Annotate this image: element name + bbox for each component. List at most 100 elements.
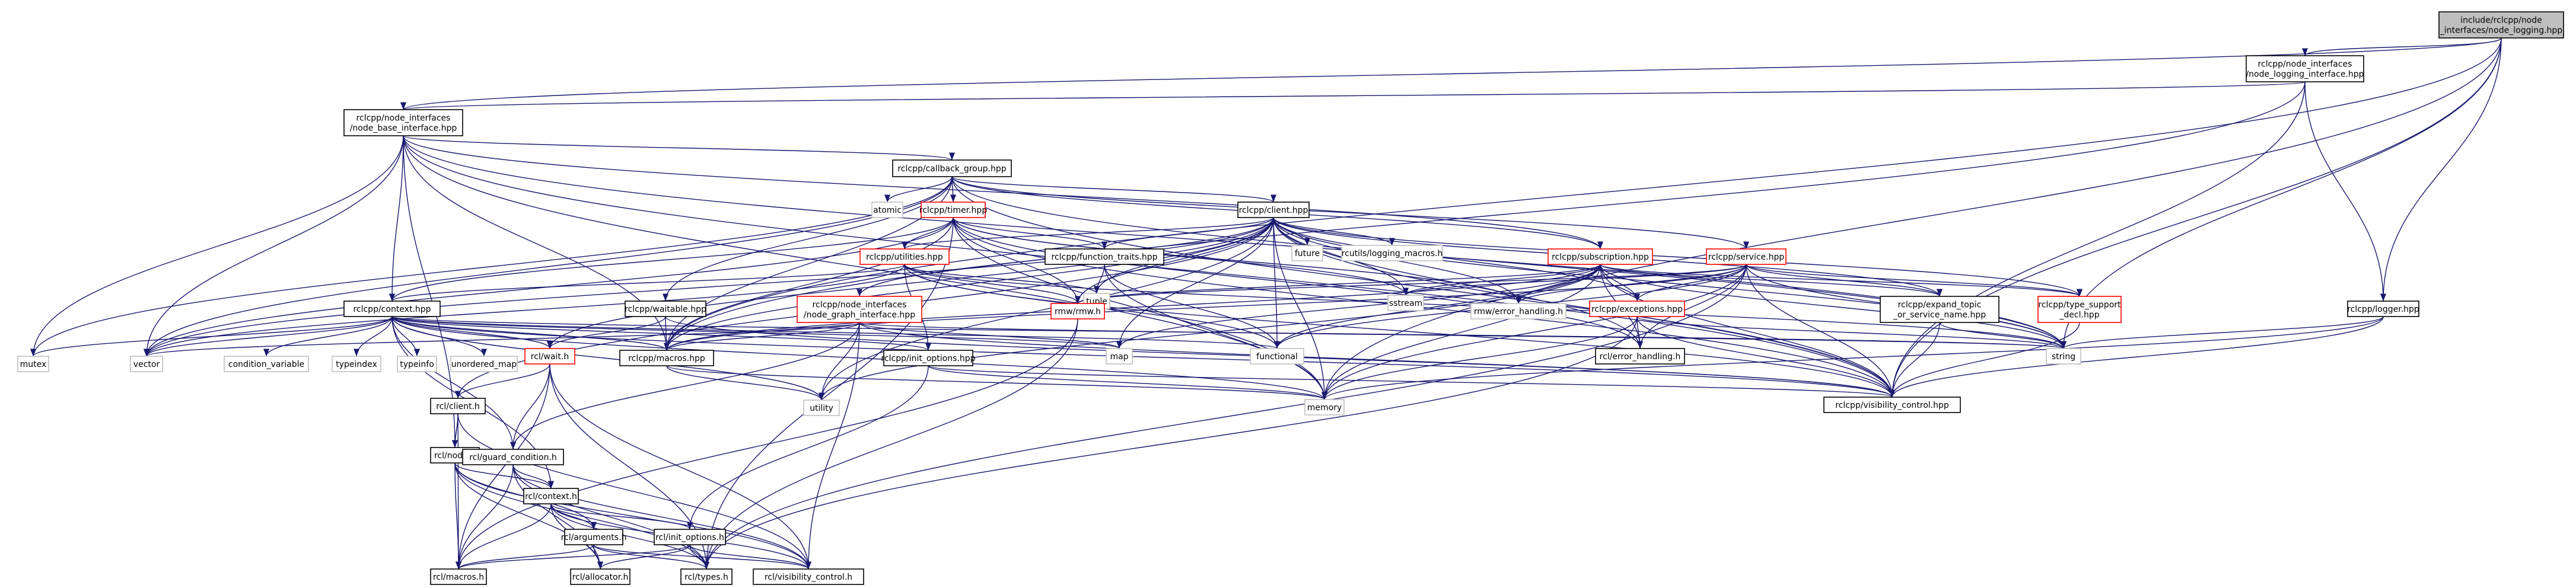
edge-subscription-to-sstream <box>1403 264 1601 296</box>
node-nli[interactable]: rclcpp/node_interfaces/node_logging_inte… <box>2246 55 2364 82</box>
node-rcl_wait[interactable]: rcl/wait.h <box>524 348 575 365</box>
edge-rcl_node-to-rcl_context <box>454 462 554 489</box>
node-exceptions[interactable]: rclcpp/exceptions.hpp <box>1589 301 1685 317</box>
node-label-rcl_macros: rcl/macros.h <box>433 573 484 582</box>
node-guard[interactable]: rcl/guard_condition.h <box>462 449 564 465</box>
node-atomic: atomic <box>871 202 903 218</box>
node-map: map <box>1106 348 1133 365</box>
edge-subscription-to-string <box>1600 264 2066 349</box>
node-rcl_macros[interactable]: rcl/macros.h <box>430 568 487 585</box>
edge-subscription-to-functional <box>1274 264 1601 349</box>
node-box-cbg <box>892 159 1012 177</box>
node-rcl_types[interactable]: rcl/types.h <box>680 568 733 585</box>
node-rcl_alloc[interactable]: rcl/allocator.h <box>570 568 631 585</box>
node-future: future <box>1291 245 1323 261</box>
node-logger[interactable]: rclcpp/logger.hpp <box>2347 301 2419 317</box>
node-rcl_vis[interactable]: rcl/visibility_control.h <box>753 568 864 585</box>
node-label-root: include/rclcpp/node <box>2460 16 2542 25</box>
node-rcl_client[interactable]: rcl/client.h <box>430 398 486 414</box>
edge-service-to-visibility <box>1746 264 1896 398</box>
node-box-timer <box>921 202 986 218</box>
edge-nli-to-visibility <box>1889 81 2306 398</box>
node-box-visibility <box>1823 397 1961 413</box>
node-service[interactable]: rclcpp/service.hpp <box>1706 248 1787 265</box>
node-typeindex: typeindex <box>332 356 381 372</box>
node-box-string <box>2046 348 2081 365</box>
edge-ngi-to-macros <box>664 322 860 351</box>
node-label-rcl_args: rcl/arguments.h <box>561 533 627 542</box>
edge-utilities-to-tuple <box>904 264 1100 294</box>
node-cbg[interactable]: rclcpp/callback_group.hpp <box>892 159 1012 177</box>
node-box-typeindex <box>332 356 381 372</box>
node-label-init_opts: rclcpp/init_options.hpp <box>881 354 975 363</box>
edge-guard-to-rcl_macros <box>455 464 514 570</box>
node-box-ngi <box>797 296 922 323</box>
edge-rmw-to-rcl_macros <box>456 318 1078 570</box>
node-label-service: rclcpp/service.hpp <box>1708 253 1785 262</box>
edge-nbi-to-cbg <box>403 135 955 161</box>
edge-guard-to-rcl_vis <box>512 464 811 570</box>
node-visibility[interactable]: rclcpp/visibility_control.hpp <box>1823 397 1961 413</box>
node-macros[interactable]: rclcpp/macros.hpp <box>619 350 714 366</box>
node-root[interactable]: include/rclcpp/node_interfaces/node_logg… <box>2438 11 2564 39</box>
node-waitable[interactable]: rclcpp/waitable.hpp <box>625 301 706 317</box>
node-label-waitable: rclcpp/waitable.hpp <box>625 305 706 314</box>
edge-subscription-to-rmw_err <box>1515 264 1601 304</box>
edge-cbg-to-client <box>951 176 1276 203</box>
edge-rcl_context-to-rcl_types <box>550 503 709 570</box>
node-box-init_opts <box>883 350 973 366</box>
edge-client-to-rmw <box>1075 217 1274 304</box>
node-rmw[interactable]: rmw/rmw.h <box>1050 303 1105 319</box>
node-subscription[interactable]: rclcpp/subscription.hpp <box>1547 248 1653 265</box>
edge-rcl_wait-to-rcl_macros <box>455 363 550 570</box>
edge-context-to-guard <box>391 316 517 450</box>
node-timer[interactable]: rclcpp/timer.hpp <box>919 202 988 218</box>
edge-root-to-logger <box>2380 37 2502 302</box>
node-ftraits[interactable]: rclcpp/function_traits.hpp <box>1045 248 1164 265</box>
edge-context-to-condvar <box>263 316 393 357</box>
node-context[interactable]: rclcpp/context.hpp <box>343 301 441 317</box>
node-box-context <box>343 301 441 317</box>
node-label-memory: memory <box>1307 403 1342 413</box>
node-string: string <box>2046 348 2081 365</box>
node-label-rcutils_log: rcutils/logging_macros.h <box>1342 249 1443 258</box>
node-box-rcl_wait <box>524 348 575 365</box>
edge-nbi-to-mutex <box>30 135 404 357</box>
node-nbi[interactable]: rclcpp/node_interfaces/node_base_interfa… <box>343 109 463 136</box>
edge-logger-to-memory <box>1322 316 2384 400</box>
node-label-nli: /node_logging_interface.hpp <box>2246 70 2364 79</box>
edge-init_opts-to-rcl_init_opts <box>687 365 929 530</box>
edge-exceptions-to-string <box>1636 316 2066 349</box>
edge-utilities-to-rmw <box>904 264 1081 304</box>
node-client[interactable]: rclcpp/client.hpp <box>1237 202 1310 218</box>
node-utilities[interactable]: rclcpp/utilities.hpp <box>859 248 950 265</box>
node-box-rmw <box>1050 303 1105 319</box>
node-label-logger: rclcpp/logger.hpp <box>2347 305 2419 314</box>
node-box-typesupport <box>2037 296 2122 323</box>
node-ngi[interactable]: rclcpp/node_interfaces/node_graph_interf… <box>797 296 922 323</box>
node-rcl_context[interactable]: rcl/context.h <box>523 488 579 504</box>
node-box-ftraits <box>1045 248 1164 265</box>
edge-root-to-string <box>2060 37 2502 349</box>
edge-expand-to-visibility <box>1889 322 1940 398</box>
node-expand[interactable]: rclcpp/expand_topic_or_service_name.hpp <box>1880 296 1999 323</box>
node-rcl_err[interactable]: rcl/error_handling.h <box>1595 348 1685 365</box>
edge-ngi-to-vector <box>144 322 860 357</box>
edge-rcl_context-to-rcl_macros <box>455 503 552 570</box>
node-box-macros <box>619 350 714 366</box>
edge-rcl_init_opts-to-rcl_types <box>689 544 710 570</box>
node-box-subscription <box>1547 248 1653 265</box>
edge-context-to-visibility <box>391 316 1895 398</box>
edge-rcl_args-to-rcl_vis <box>593 544 811 570</box>
node-rcl_init_opts[interactable]: rcl/init_options.h <box>654 529 726 545</box>
node-rcl_args[interactable]: rcl/arguments.h <box>561 529 627 545</box>
edge-service-to-exceptions <box>1634 264 1747 302</box>
node-label-macros: rclcpp/macros.hpp <box>628 354 705 363</box>
edge-guard-to-rcl_context <box>512 464 554 489</box>
node-typesupport[interactable]: rclcpp/type_support_decl.hpp <box>2037 296 2122 323</box>
node-box-rcl_alloc <box>570 568 631 585</box>
edge-service-to-sstream <box>1403 264 1747 296</box>
node-init_opts[interactable]: rclcpp/init_options.hpp <box>881 350 976 366</box>
node-box-guard <box>462 449 564 465</box>
